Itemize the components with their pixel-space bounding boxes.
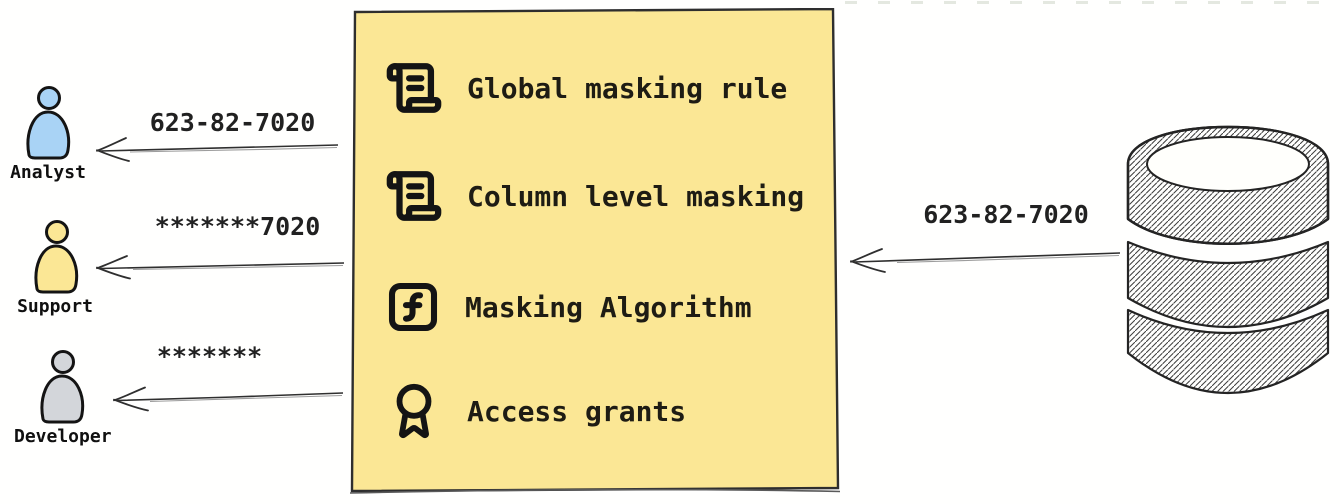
panel-item-global-masking-rule: Global masking rule — [385, 57, 787, 119]
panel-item-access-grants: Access grants — [385, 380, 686, 442]
panel-item-masking-algorithm: Masking Algorithm — [385, 276, 752, 338]
arrow-to-support — [96, 255, 345, 280]
actor-label-developer: Developer — [14, 426, 112, 447]
function-square-icon — [388, 282, 438, 332]
panel-frame — [350, 8, 840, 494]
value-to-analyst: 623-82-7020 — [149, 108, 316, 137]
scroll-text-icon — [386, 171, 442, 221]
masking-rules-panel: Global masking rule Column level masking… — [350, 8, 840, 494]
analyst-person-icon — [26, 86, 71, 160]
panel-item-label: Masking Algorithm — [465, 290, 752, 324]
value-to-support: *******7020 — [154, 212, 321, 241]
value-to-developer: ******* — [156, 342, 263, 371]
arrow-from-database — [850, 248, 1121, 273]
database-icon — [1126, 125, 1330, 395]
faint-dashed-line — [845, 1, 1340, 4]
arrow-to-analyst — [96, 137, 339, 162]
value-from-database: 623-82-7020 — [923, 200, 1089, 229]
support-person-icon — [34, 220, 79, 294]
panel-item-label: Access grants — [467, 394, 687, 428]
arrow-to-developer — [113, 386, 344, 412]
award-icon — [396, 383, 432, 438]
actor-label-support: Support — [17, 296, 93, 317]
developer-person-icon — [40, 350, 85, 424]
scroll-text-icon — [386, 63, 442, 113]
panel-item-column-level-masking: Column level masking — [385, 165, 804, 227]
actor-label-analyst: Analyst — [10, 162, 86, 183]
panel-item-label: Global masking rule — [467, 71, 788, 105]
panel-item-label: Column level masking — [467, 179, 805, 213]
